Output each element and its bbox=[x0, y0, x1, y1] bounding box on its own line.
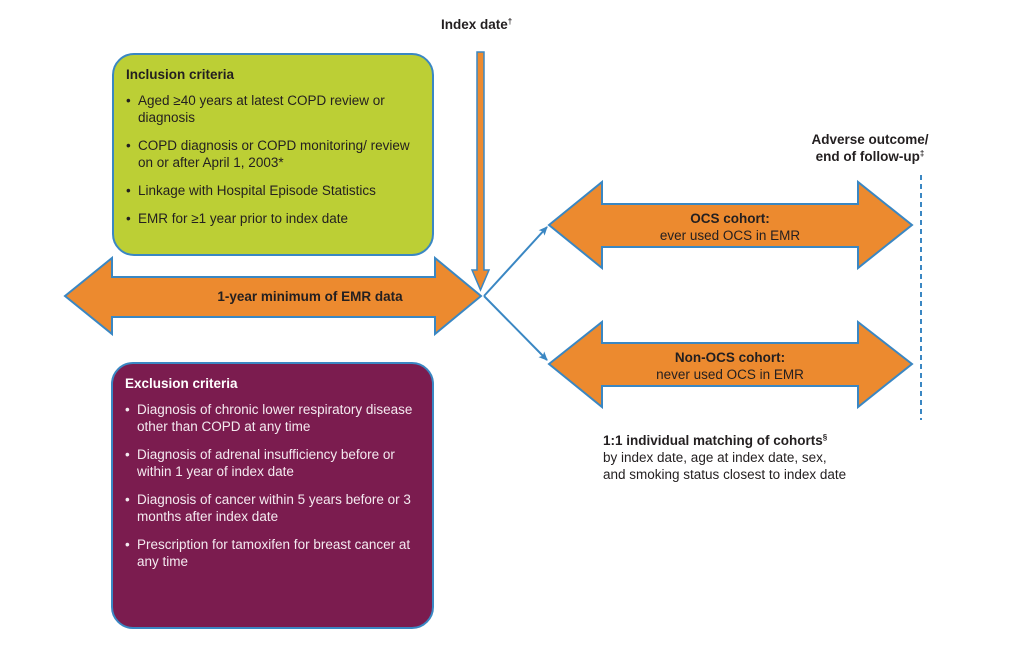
inclusion-criteria-box: Inclusion criteria Aged ≥40 years at lat… bbox=[112, 53, 434, 256]
ocs-cohort-subtitle: ever used OCS in EMR bbox=[659, 228, 801, 243]
adverse-outcome-footnote-mark: ‡ bbox=[919, 149, 925, 158]
inclusion-criteria-list: Aged ≥40 years at latest COPD review or … bbox=[126, 92, 418, 227]
non-ocs-cohort-title: Non-OCS cohort: bbox=[674, 350, 786, 365]
matching-footnote-mark: § bbox=[822, 433, 828, 442]
non-ocs-cohort-subtitle: never used OCS in EMR bbox=[656, 367, 804, 382]
emr-arrow-label: 1-year minimum of EMR data bbox=[217, 289, 403, 304]
adverse-outcome-label: Adverse outcome/ end of follow-up‡ bbox=[795, 131, 945, 165]
exclusion-criteria-box: Exclusion criteria Diagnosis of chronic … bbox=[111, 362, 434, 629]
list-item: EMR for ≥1 year prior to index date bbox=[126, 210, 418, 227]
non-ocs-cohort-label: Non-OCS cohort: never used OCS in EMR bbox=[602, 349, 858, 383]
index-date-label: Index date† bbox=[441, 16, 512, 33]
index-date-footnote-mark: † bbox=[507, 17, 513, 26]
matching-line2: and smoking status closest to index date bbox=[603, 467, 847, 482]
list-item: Linkage with Hospital Episode Statistics bbox=[126, 182, 418, 199]
list-item: Aged ≥40 years at latest COPD review or … bbox=[126, 92, 418, 126]
adverse-outcome-line2: end of follow-up bbox=[815, 149, 920, 164]
ocs-cohort-arrow bbox=[547, 179, 914, 271]
list-item: Diagnosis of cancer within 5 years befor… bbox=[125, 491, 418, 525]
index-date-text: Index date bbox=[441, 17, 508, 32]
index-date-arrow bbox=[470, 51, 491, 292]
branch-line-non-ocs bbox=[483, 295, 548, 361]
list-item: Prescription for tamoxifen for breast ca… bbox=[125, 536, 418, 570]
list-item: COPD diagnosis or COPD monitoring/ revie… bbox=[126, 137, 418, 171]
matching-note: 1:1 individual matching of cohorts§ by i… bbox=[603, 432, 846, 483]
exclusion-criteria-list: Diagnosis of chronic lower respiratory d… bbox=[125, 401, 418, 570]
exclusion-criteria-title: Exclusion criteria bbox=[125, 376, 238, 391]
non-ocs-cohort-arrow bbox=[547, 319, 914, 410]
list-item: Diagnosis of chronic lower respiratory d… bbox=[125, 401, 418, 435]
matching-title: 1:1 individual matching of cohorts bbox=[603, 433, 823, 448]
inclusion-criteria-title: Inclusion criteria bbox=[126, 67, 235, 82]
branch-line-ocs bbox=[483, 226, 548, 297]
adverse-outcome-line1: Adverse outcome/ bbox=[811, 132, 929, 147]
ocs-cohort-title: OCS cohort: bbox=[690, 211, 770, 226]
list-item: Diagnosis of adrenal insufficiency befor… bbox=[125, 446, 418, 480]
emr-arrow bbox=[63, 255, 483, 337]
ocs-cohort-label: OCS cohort: ever used OCS in EMR bbox=[602, 210, 858, 244]
matching-line1: by index date, age at index date, sex, bbox=[603, 450, 827, 465]
